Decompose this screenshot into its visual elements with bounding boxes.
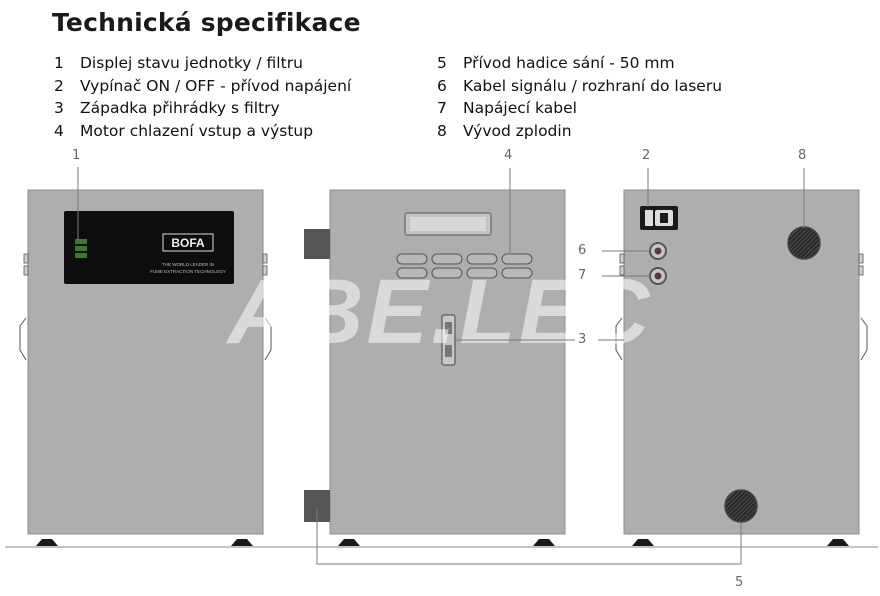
spec-num: 7 [437, 99, 447, 118]
side-latch [264, 317, 272, 361]
callout-3: 3 [578, 332, 587, 347]
spec-num: 8 [437, 122, 447, 141]
foot [827, 539, 849, 546]
callout-2: 2 [642, 148, 651, 163]
power-switch [640, 206, 678, 230]
status-led [75, 253, 87, 258]
page-title: Technická specifikace [52, 8, 361, 37]
display-panel [64, 211, 234, 284]
hinge [262, 253, 268, 264]
hinge [23, 265, 29, 276]
spec-item-1: 1 Displej stavu jednotky / filtru [54, 52, 351, 75]
hinge [262, 265, 268, 276]
spec-label: Motor chlazení vstup a výstup [80, 122, 314, 141]
side-view [304, 189, 566, 546]
hinge [619, 265, 625, 276]
suction-inlet [724, 489, 758, 523]
spec-item-8: 8 Vývod zplodin [437, 120, 722, 143]
hinge [858, 253, 864, 264]
callout-5: 5 [735, 575, 744, 590]
spec-label: Napájecí kabel [463, 99, 577, 118]
foot [533, 539, 555, 546]
hinge [619, 253, 625, 264]
panel-tagline-1: THE WORLD LEADER IN [162, 262, 214, 267]
spec-num: 2 [54, 76, 64, 95]
foot [36, 539, 58, 546]
spec-list-right: 5 Přívod hadice sání - 50 mm 6 Kabel signá… [437, 52, 722, 143]
callout-1: 1 [72, 148, 81, 163]
spec-label: Vývod zplodin [463, 122, 572, 141]
callout-4: 4 [504, 148, 513, 163]
spec-label: Kabel signálu / rozhraní do laseru [463, 76, 723, 95]
callout-6: 6 [578, 243, 587, 258]
status-led [75, 246, 87, 251]
side-latch [19, 317, 27, 361]
status-led [75, 239, 87, 244]
back-view [615, 189, 868, 546]
spec-num: 3 [54, 99, 64, 118]
back-cabinet [623, 189, 860, 535]
spec-item-2: 2 Vypínač ON / OFF - přívod napájení [54, 75, 351, 98]
spec-label: Západka přihrádky s filtry [80, 99, 280, 118]
side-latch [615, 317, 623, 361]
panel-tagline-2: FUME EXTRACTION TECHNOLOGY [150, 269, 226, 274]
spec-num: 4 [54, 122, 64, 141]
spec-label: Vypínač ON / OFF - přívod napájení [80, 76, 352, 95]
foot [338, 539, 360, 546]
spec-num: 5 [437, 54, 447, 72]
hinge [858, 265, 864, 276]
bofa-logo: BOFA [171, 236, 205, 250]
spec-label: Displej stavu jednotky / filtru [80, 54, 303, 72]
spec-label: Přívod hadice sání - 50 mm [463, 54, 675, 72]
spec-item-5: 5 Přívod hadice sání - 50 mm [437, 52, 722, 75]
leader-lines [77, 167, 805, 565]
cooling-vents [396, 253, 533, 279]
side-latch [860, 317, 868, 361]
foot [632, 539, 654, 546]
spec-list-left: 1 Displej stavu jednotky / filtru 2 Vypína… [54, 52, 351, 143]
watermark: ABE.LEC [226, 261, 653, 363]
callout-8: 8 [798, 148, 807, 163]
callout-7: 7 [578, 268, 587, 283]
leader-5 [316, 508, 742, 565]
spec-item-4: 4 Motor chlazení vstup a výstup [54, 120, 351, 143]
spec-num: 6 [437, 76, 447, 95]
spec-num: 1 [54, 54, 64, 72]
hinge [23, 253, 29, 264]
top-port-block [304, 229, 330, 259]
foot [231, 539, 253, 546]
exhaust-outlet [787, 226, 821, 260]
front-view: BOFA THE WORLD LEADER IN FUME EXTRACTION… [19, 189, 272, 546]
bofa-logo-box [162, 233, 214, 252]
spec-item-7: 7 Napájecí kabel [437, 97, 722, 120]
spec-item-3: 3 Západka přihrádky s filtry [54, 97, 351, 120]
spec-item-6: 6 Kabel signálu / rozhraní do laseru [437, 75, 722, 98]
